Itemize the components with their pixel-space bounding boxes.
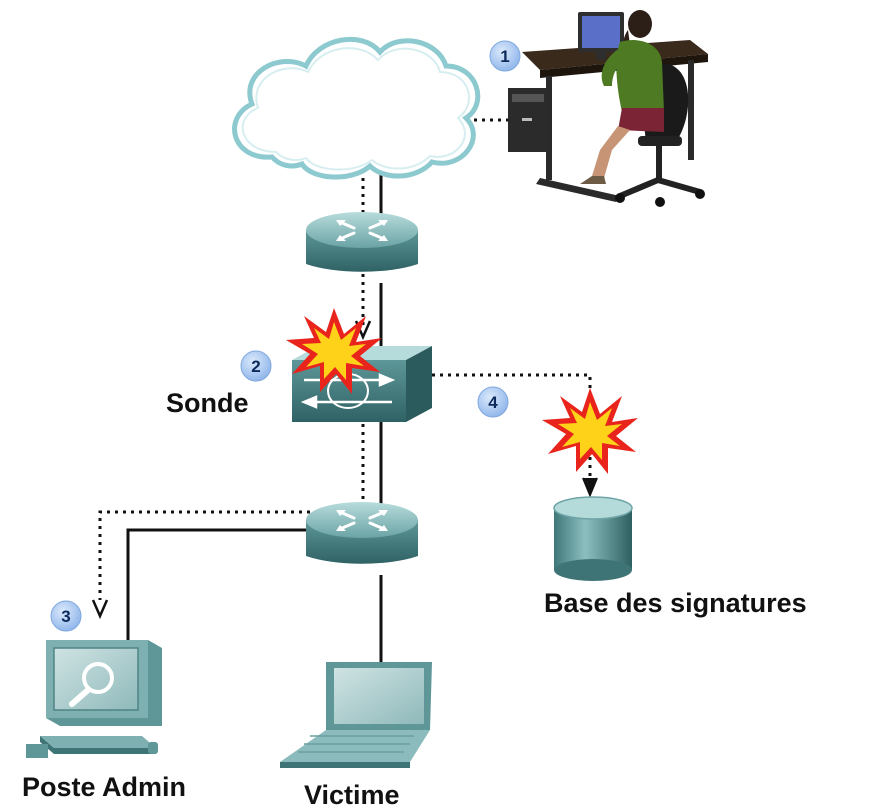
cloud-icon <box>232 36 481 180</box>
router-icon <box>306 212 418 272</box>
workstation-icon <box>26 640 162 758</box>
router-icon <box>306 502 418 564</box>
step-badge-2-number: 2 <box>251 357 260 376</box>
step-badge-1: 1 <box>489 40 521 72</box>
step-badge-3: 3 <box>50 600 82 632</box>
step-badge-3-number: 3 <box>61 607 70 626</box>
label-base-des-signatures: Base des signatures <box>544 588 807 618</box>
path-arrow-admin-head <box>91 599 109 620</box>
label-victime: Victime <box>304 780 400 809</box>
label-sonde: Sonde <box>166 388 249 418</box>
database-icon <box>553 496 633 581</box>
step-badge-4-number: 4 <box>488 393 498 412</box>
attacker-icon <box>508 10 708 207</box>
step-badge-1-number: 1 <box>500 47 509 66</box>
alert-burst-icon <box>542 388 638 474</box>
path-arrow-base-head <box>582 477 598 498</box>
step-badge-4: 4 <box>477 386 509 418</box>
link-router-admin <box>126 528 318 640</box>
path-router-admin <box>98 510 318 600</box>
connections <box>91 118 598 662</box>
label-poste-admin: Poste Admin <box>22 772 186 802</box>
step-badge-2: 2 <box>240 350 272 382</box>
laptop-icon <box>280 662 432 768</box>
alert-burst-icon <box>286 308 382 394</box>
